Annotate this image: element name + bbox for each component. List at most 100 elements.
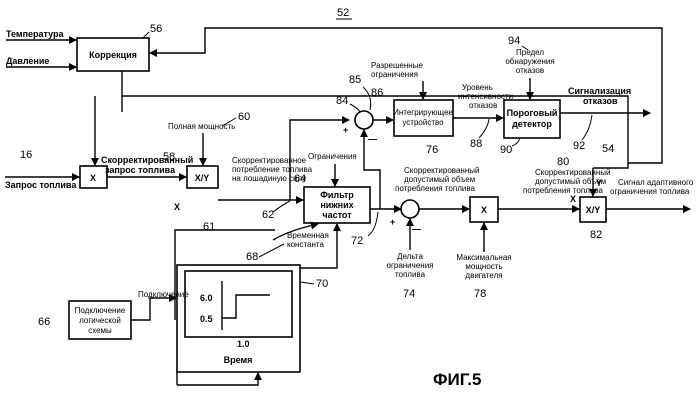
ref-76: 76	[426, 144, 438, 156]
time-const-l1: Временная	[287, 231, 329, 240]
divider2-label: X/Y	[586, 205, 601, 215]
corr-allowed-b3: потребления топлива	[523, 186, 604, 195]
integrator-l1: Интегрирующее	[393, 108, 453, 117]
filter-l1: Фильтр	[320, 190, 354, 200]
corrected-request-l2: запрос топлива	[105, 165, 176, 175]
figure-title: ФИГ.5	[433, 370, 481, 389]
ref-61: 61	[203, 221, 215, 233]
corr-allowed-l2: допустимый объем	[404, 175, 475, 184]
threshold-l1: Пороговый	[507, 108, 558, 118]
ref-78: 78	[474, 288, 486, 300]
ref-66: 66	[38, 316, 50, 328]
delta-l3: топлива	[395, 270, 426, 279]
filter-l2: нижних	[320, 200, 353, 210]
max-power-l2: мощность	[465, 262, 502, 271]
corr-allowed-b1: Скорректированный	[535, 168, 610, 177]
ref-90: 90	[500, 144, 512, 156]
graph-y1: 6.0	[200, 293, 213, 303]
fuel-request-label: Запрос топлива	[5, 180, 77, 190]
divider-label: X/Y	[195, 173, 210, 183]
correction-label: Коррекция	[89, 50, 137, 60]
detect-limit-l2: обнаружения	[505, 57, 554, 66]
failure-signal-l2: отказов	[583, 96, 618, 106]
multiplier2-label: X	[481, 205, 487, 215]
ref-82: 82	[590, 229, 602, 241]
ref-92-leader	[582, 115, 592, 140]
failure-level-l3: отказов	[469, 101, 497, 110]
sum-b-plus: +	[390, 217, 395, 227]
ref-88: 88	[470, 138, 482, 150]
sum-b-minus: —	[412, 224, 421, 234]
pressure-label: Давление	[6, 56, 49, 66]
ref-94: 94	[508, 35, 520, 47]
ref-86: 86	[371, 87, 383, 99]
ref-54: 54	[602, 143, 614, 155]
corr-consumption-l1: Скорректированное	[232, 156, 307, 165]
temperature-label: Температура	[6, 29, 65, 39]
ref-85: 85	[349, 74, 361, 86]
div-x-side: X	[174, 202, 180, 212]
ref-70-leader	[300, 282, 314, 284]
logic-to-graph	[131, 298, 176, 320]
integrator-l2: устройство	[402, 118, 444, 127]
ref-90-leader	[512, 138, 520, 146]
sum-a-minus: —	[368, 134, 377, 144]
figure-ref: 52	[337, 7, 349, 19]
ref-56-leader	[143, 32, 149, 38]
output-signal-l1: Сигнал адаптивного	[618, 178, 694, 187]
ref-72: 72	[351, 235, 363, 247]
logic-l3: схемы	[88, 326, 112, 335]
ref-84-leader	[350, 104, 360, 112]
failure-level-l1: Уровень	[462, 83, 493, 92]
full-power-label: Полная мощность	[168, 122, 235, 131]
time-const-l2: константа	[287, 240, 324, 249]
graph-label: Время	[224, 355, 253, 365]
ref-74: 74	[403, 288, 415, 300]
ref-92: 92	[573, 140, 585, 152]
multiplier-label: X	[90, 173, 96, 183]
corr-allowed-l1: Скорректированный	[404, 166, 479, 175]
ref-68-leader	[259, 244, 284, 257]
max-power-l3: двигателя	[465, 271, 502, 280]
ref-88-leader	[479, 119, 489, 138]
allowed-limits-l1: Разрешенные	[371, 61, 423, 70]
sum-junction-b	[401, 200, 419, 218]
graph-x: 1.0	[237, 339, 250, 349]
ref-58: 58	[163, 151, 175, 163]
div2-x-side: X	[570, 194, 576, 204]
detect-limit-l1: Предел	[516, 48, 544, 57]
delta-l1: Дельта	[397, 252, 423, 261]
ref-84: 84	[336, 95, 348, 107]
ref-80: 80	[557, 156, 569, 168]
ref-68: 68	[246, 251, 258, 263]
ref-70: 70	[316, 278, 328, 290]
failure-signal-l1: Сигнализация	[568, 86, 631, 96]
delta-l2: ограничения	[387, 261, 434, 270]
connection-label: Подключение	[138, 290, 189, 299]
output-signal-l2: ограничения топлива	[610, 187, 690, 196]
ref-62-leader	[273, 201, 290, 212]
ref-85-leader	[363, 87, 371, 110]
ref-62: 62	[262, 209, 274, 221]
allowed-limits-l2: ограничения	[371, 70, 418, 79]
filter-l3: частот	[322, 210, 352, 220]
corrected-request-l1: Скорректированный	[101, 155, 193, 165]
graph-bottom-feed	[177, 373, 258, 385]
div2-y-side: Y	[596, 178, 602, 188]
ref-16: 16	[20, 149, 32, 161]
sum-a-plus: +	[343, 125, 348, 135]
schedule-graph-frame	[185, 271, 292, 337]
ref-60: 60	[238, 111, 250, 123]
ref-56: 56	[150, 23, 162, 35]
limits-label: Ограничения	[308, 152, 357, 161]
max-power-l1: Максимальная	[456, 253, 511, 262]
detect-limit-l3: отказов	[516, 66, 544, 75]
ref-64: 64	[294, 173, 306, 185]
graph-y2: 0.5	[200, 314, 213, 324]
sum-junction-a	[355, 111, 373, 129]
logic-l2: логической	[79, 316, 121, 325]
threshold-l2: детектор	[512, 119, 552, 129]
logic-l1: Подключение	[75, 306, 126, 315]
corr-allowed-l3: потребления топлива	[395, 184, 476, 193]
